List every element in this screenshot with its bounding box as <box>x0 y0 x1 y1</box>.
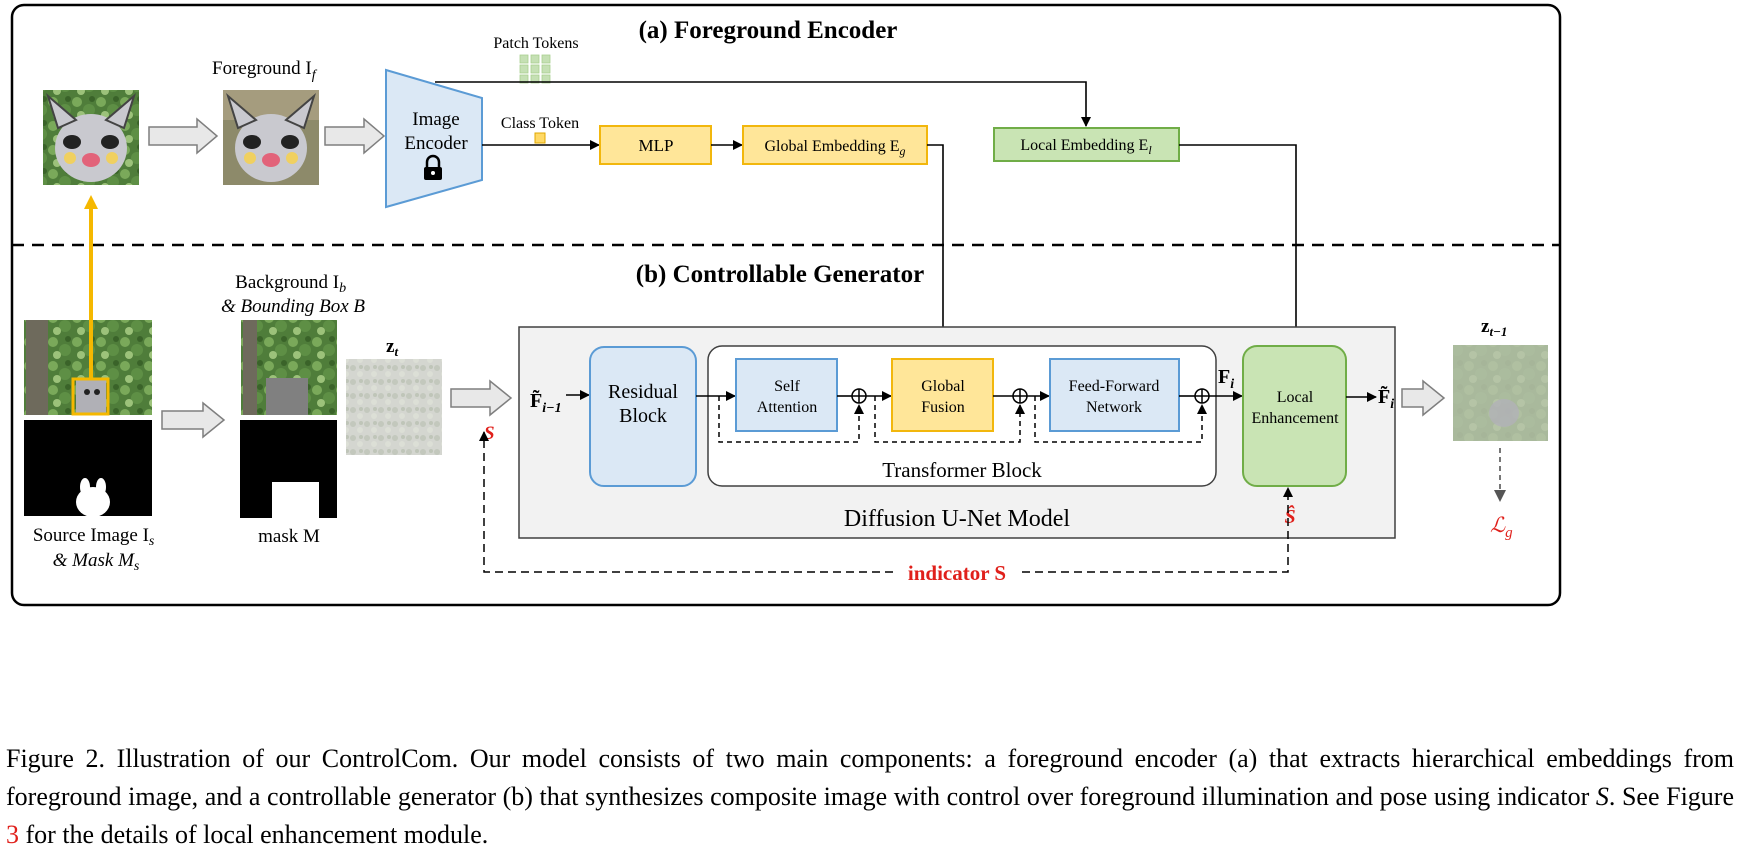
s-hat-symbol: Ŝ <box>1284 504 1295 528</box>
caption-figure-ref[interactable]: 3 <box>6 820 19 849</box>
patch-tokens-arrow <box>435 81 1091 127</box>
s-symbol: S <box>484 423 495 444</box>
figure-frame <box>10 3 1562 607</box>
caption-middle: . See Figure <box>1608 782 1734 811</box>
zt-latent <box>346 359 442 455</box>
class-token-square <box>534 132 546 144</box>
figure-caption: Figure 2. Illustration of our ControlCom… <box>6 740 1734 854</box>
flow-arrow-3 <box>161 401 226 439</box>
global-embedding-box <box>742 125 928 165</box>
controlcom-diagram: (a) Foreground Encoder (b) Controllable … <box>10 3 1562 607</box>
source-mask-shape <box>76 478 110 517</box>
background-image <box>241 320 337 415</box>
mask-label: mask M <box>258 526 320 547</box>
flow-arrow-4 <box>450 379 513 417</box>
self-attention-box <box>735 358 838 432</box>
global-embedding-label: Global Embedding Eg <box>764 138 905 158</box>
local-embedding-arrow <box>1179 144 1301 346</box>
patch-tokens-grid <box>519 54 551 84</box>
caption-text: Figure 2. Illustration of our ControlCom… <box>6 744 1734 811</box>
caption-symbol: S <box>1595 782 1609 811</box>
lock-icon <box>424 154 442 180</box>
transformer-label: Transformer Block <box>882 458 1042 482</box>
skip-2 <box>874 396 1025 443</box>
global-fusion-box <box>891 358 994 432</box>
add-node-2 <box>1012 388 1028 404</box>
f-i-label: Fi <box>1218 366 1234 392</box>
add-node-3 <box>1194 388 1210 404</box>
zt1-latent <box>1453 345 1548 441</box>
zt-label: zt <box>386 336 398 359</box>
class-token-label: Class Token <box>501 115 579 132</box>
generator-title: (b) Controllable Generator <box>636 261 924 288</box>
loss-label: ℒg <box>1490 513 1513 541</box>
local-embedding-box <box>993 127 1180 162</box>
image-encoder <box>385 68 483 209</box>
unet-label: Diffusion U-Net Model <box>844 506 1071 532</box>
local-embedding-label: Local Embedding El <box>1020 137 1152 157</box>
global-embedding-arrow <box>927 144 948 358</box>
background-label: Background Ib & Bounding Box B <box>221 272 365 317</box>
f-prev-label: F̃i−1 <box>530 389 562 416</box>
skip-3 <box>1034 396 1207 443</box>
flow-arrow-2 <box>324 117 386 155</box>
source-image <box>24 320 152 415</box>
indicator-label: indicator S <box>908 561 1006 585</box>
f-tilde-i-label: F̃i <box>1378 385 1394 412</box>
mask-box <box>272 482 319 518</box>
cropped-foreground-image <box>43 90 139 185</box>
caption-suffix: for the details of local enhancement mod… <box>19 820 489 849</box>
source-label: Source Image Is & Mask Ms <box>33 525 159 574</box>
mlp-label: MLP <box>639 136 674 155</box>
add-node-1 <box>851 388 867 404</box>
foreground-image <box>223 90 319 185</box>
encoder-title: (a) Foreground Encoder <box>639 17 898 44</box>
indicator-line-right <box>1022 487 1293 573</box>
zt1-label: zt−1 <box>1481 316 1507 339</box>
skip-1 <box>718 396 864 443</box>
flow-arrow-1 <box>148 117 219 155</box>
indicator-line-left <box>479 431 893 573</box>
ffn-box <box>1049 358 1180 432</box>
flow-arrow-5 <box>1401 379 1446 417</box>
patch-tokens-label: Patch Tokens <box>493 35 578 52</box>
residual-block <box>589 346 697 487</box>
foreground-label: Foreground If <box>212 58 318 83</box>
local-enhancement-box <box>1242 345 1347 487</box>
